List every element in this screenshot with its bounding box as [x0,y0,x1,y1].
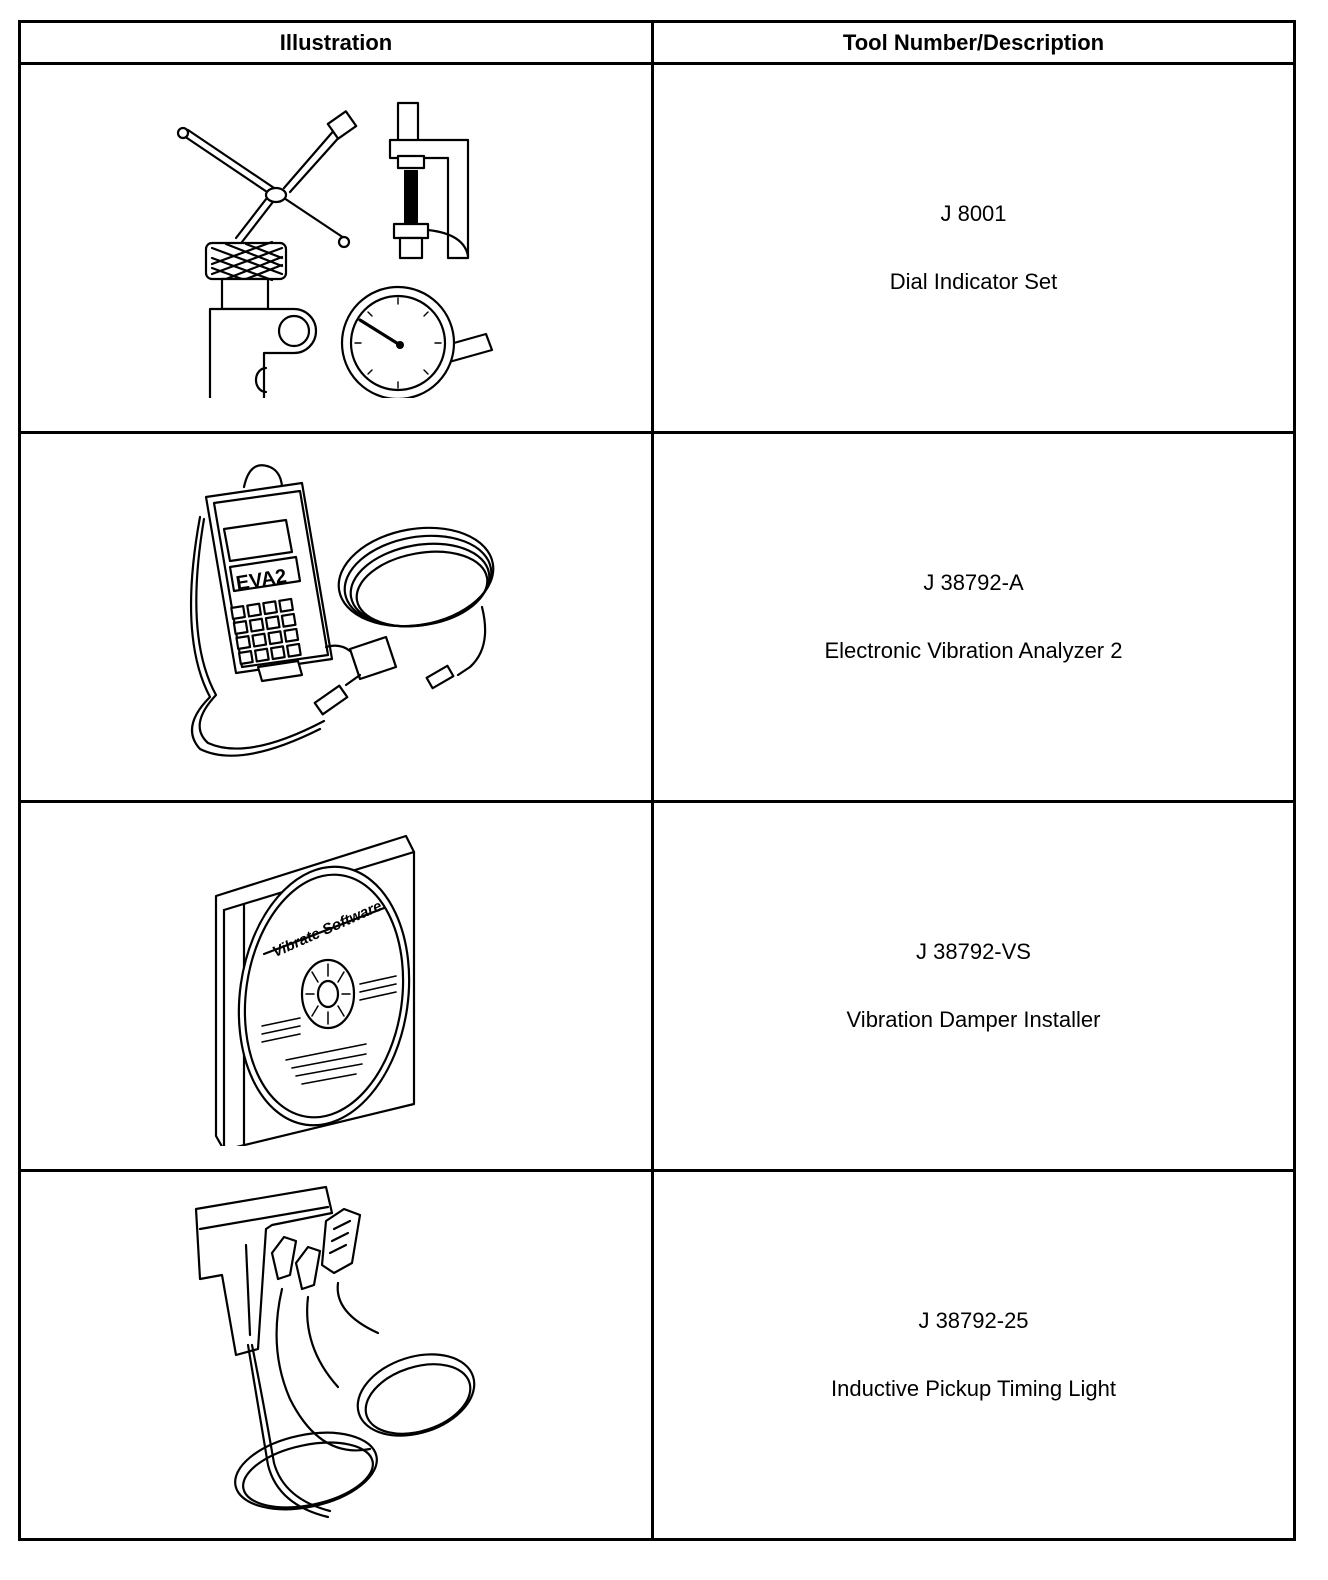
tool-number: J 38792-25 [918,1308,1029,1333]
header-tool-number-description: Tool Number/Description [651,20,1296,65]
tool-description: Dial Indicator Set [889,269,1058,294]
keypad-key [248,617,265,633]
tool-number: J 38792-VS [916,939,1031,964]
tool-number: J 38792-A [923,570,1024,595]
tool-description: Inductive Pickup Timing Light [831,1376,1116,1401]
illustration-cell [18,1169,654,1541]
keypad-key [285,642,302,658]
keypad-key [267,630,284,646]
table-header-row: Illustration Tool Number/Description [18,20,1296,65]
table-row: J 8001 Dial Indicator Set [18,62,1296,434]
tool-info-cell: J 38792-VS Vibration Damper Installer [651,800,1296,1172]
software-cd-icon: Vibrate Software [214,834,416,1146]
tool-info-cell: J 8001 Dial Indicator Set [651,62,1296,434]
tool-number: J 8001 [940,201,1007,226]
table-row: EVA2 [18,431,1296,803]
keypad-key [278,597,294,613]
keypad-key [253,647,270,663]
tool-info-cell: J 38792-25 Inductive Pickup Timing Light [651,1169,1296,1541]
vibration-analyzer-icon: EVA2 [189,464,495,757]
illustration-cell: EVA2 [18,431,654,803]
keypad-key [262,600,278,616]
keypad-key [264,615,281,631]
keypad-key [246,602,262,618]
illustration-cell [18,62,654,434]
keypad-key [283,627,300,643]
keypad-key [235,635,252,650]
dial-indicator-set-icon [176,101,494,398]
keypad-key [251,632,268,648]
keypad-key [230,605,246,620]
tool-table: Illustration Tool Number/Description [18,20,1296,1541]
table-row: J 38792-25 Inductive Pickup Timing Light [18,1169,1296,1541]
keypad-key [269,645,286,661]
header-illustration: Illustration [18,20,654,65]
tool-description: Vibration Damper Installer [846,1007,1101,1032]
keypad-key [237,650,254,665]
keypad-key [280,612,297,628]
timing-light-icon [194,1185,476,1519]
keypad-key [232,620,249,635]
illustration-cell: Vibrate Software [18,800,654,1172]
tool-description: Electronic Vibration Analyzer 2 [824,638,1123,663]
tool-info-cell: J 38792-A Electronic Vibration Analyzer … [651,431,1296,803]
table-row: Vibrate Software [18,800,1296,1172]
